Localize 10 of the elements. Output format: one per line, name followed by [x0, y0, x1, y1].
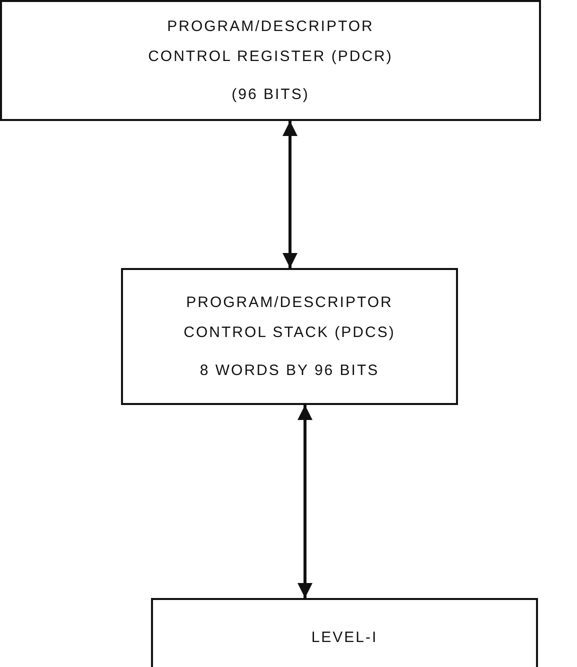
process-box: [151, 598, 538, 667]
double-arrow: [282, 121, 298, 268]
box-label: PROGRAM/DESCRIPTOR CONTROL REGISTER (PDCR): [147, 16, 394, 66]
box-label: LEVEL-I: [310, 628, 379, 648]
box-label: (96 BITS): [230, 84, 310, 104]
box-label: PROGRAM/DESCRIPTOR CONTROL STACK (PDCS): [182, 292, 396, 342]
process-box: [0, 0, 541, 121]
process-box: [121, 268, 458, 405]
double-arrow: [298, 405, 312, 598]
box-label: 8 WORDS BY 96 BITS: [198, 360, 380, 380]
